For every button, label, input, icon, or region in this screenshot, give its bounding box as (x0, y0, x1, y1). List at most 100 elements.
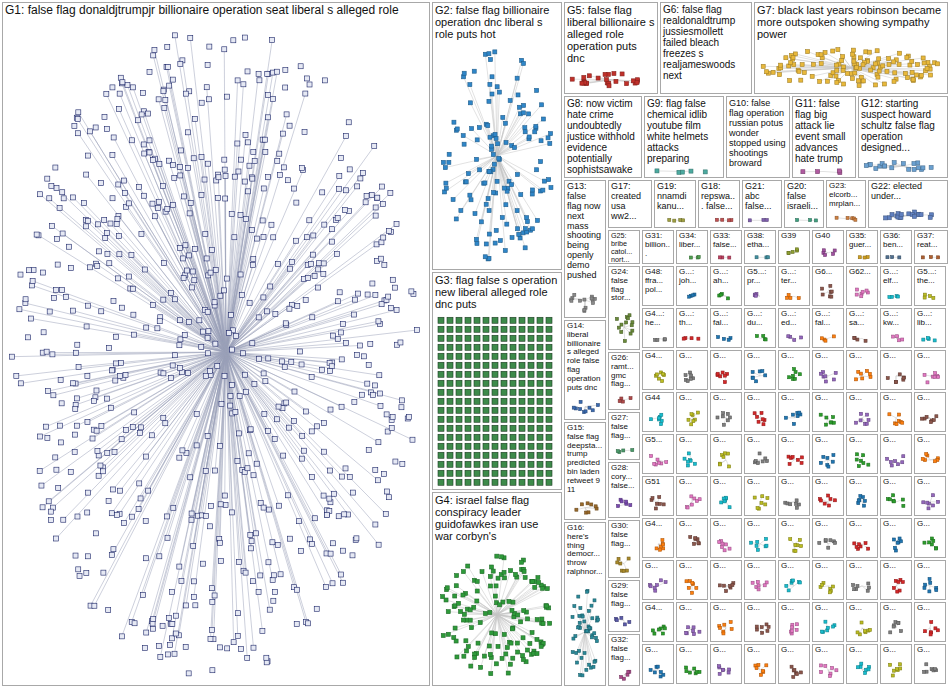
tie-line (488, 156, 497, 259)
vertex (101, 570, 106, 575)
vertex (206, 329, 211, 334)
vertex (498, 239, 502, 243)
tie-line (73, 352, 226, 383)
vertex (223, 502, 228, 507)
vertex (322, 222, 327, 227)
tie-line (46, 352, 226, 427)
vertex (45, 176, 50, 181)
tie-line (216, 270, 226, 352)
vertex (237, 559, 242, 564)
vertex (183, 91, 188, 96)
tie-line (169, 86, 226, 352)
vertex (335, 299, 340, 304)
tie-line (226, 173, 363, 352)
vertex (86, 153, 91, 158)
tie-line (146, 352, 226, 632)
vertex (379, 302, 384, 307)
vertex (303, 298, 308, 303)
vertex (18, 272, 23, 277)
tie-line (96, 264, 226, 352)
vertex (177, 564, 182, 569)
vertex (483, 344, 489, 350)
tie-line (226, 152, 265, 352)
tie-line (226, 352, 379, 545)
vertex (294, 587, 299, 592)
vertex (376, 440, 381, 445)
vertex (539, 160, 543, 164)
vertex (48, 509, 53, 514)
vertex (137, 184, 142, 189)
vertex (130, 286, 135, 291)
vertex (465, 335, 471, 341)
vertex (75, 514, 80, 519)
vertex (330, 239, 335, 244)
vertex (145, 111, 150, 116)
vertex (447, 160, 451, 164)
vertex (492, 344, 498, 350)
vertex (167, 83, 172, 88)
vertex (88, 129, 93, 134)
vertex (111, 135, 116, 140)
vertex (492, 326, 498, 332)
vertex (330, 333, 335, 338)
vertex (455, 127, 459, 131)
vertex (287, 536, 292, 541)
vertex (487, 209, 491, 213)
vertex (239, 293, 244, 298)
vertex (265, 429, 270, 434)
tie-line (475, 156, 497, 214)
vertex (123, 427, 128, 432)
vertex (496, 142, 500, 146)
vertex (138, 496, 143, 501)
vertex (57, 206, 62, 211)
vertex (103, 236, 108, 241)
vertex (284, 112, 289, 117)
vertex (168, 376, 173, 381)
vertex (106, 345, 111, 350)
vertex (141, 91, 146, 96)
vertex (319, 367, 324, 372)
vertex (527, 112, 531, 116)
vertex (186, 130, 191, 135)
vertex (321, 493, 326, 498)
vertex (232, 235, 237, 240)
vertex (275, 158, 280, 163)
tie-line (497, 105, 524, 155)
vertex (165, 206, 170, 211)
vertex (77, 574, 82, 579)
vertex (183, 243, 188, 248)
vertex (222, 373, 227, 378)
vertex (353, 297, 358, 302)
tie-line (497, 615, 532, 655)
vertex (487, 170, 491, 174)
vertex (369, 193, 374, 198)
vertex (130, 514, 135, 519)
vertex (474, 353, 480, 359)
vertex (521, 61, 525, 65)
tie-line (226, 73, 273, 353)
vertex (465, 326, 471, 332)
vertex (111, 299, 116, 304)
vertex (438, 335, 444, 341)
vertex (207, 369, 212, 374)
vertex (466, 172, 470, 176)
vertex (366, 447, 371, 452)
vertex (242, 179, 247, 184)
vertex (84, 172, 89, 177)
vertex (380, 184, 385, 189)
vertex (168, 642, 173, 647)
vertex (533, 130, 537, 134)
vertex (534, 124, 538, 128)
vertex (43, 424, 48, 429)
vertex (465, 344, 471, 350)
vertex (111, 547, 116, 552)
tie-line (497, 615, 542, 645)
vertex (109, 552, 114, 557)
vertex (468, 193, 472, 197)
vertex (186, 671, 191, 676)
vertex (535, 218, 539, 222)
tie-line (126, 207, 226, 352)
tie-line (803, 171, 824, 172)
vertex (26, 268, 31, 273)
vertex (210, 599, 215, 604)
